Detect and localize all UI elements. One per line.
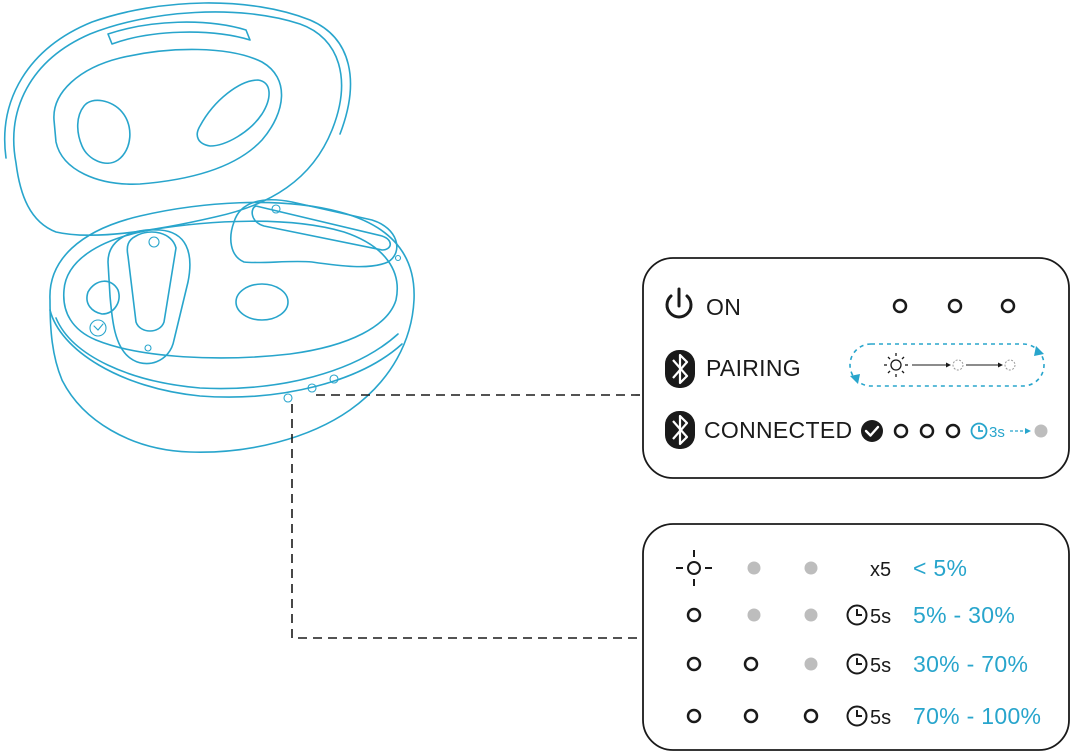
status-row-pairing: PAIRING [665, 343, 1045, 388]
case-led-3 [329, 374, 339, 384]
led-off [804, 608, 818, 622]
led-row-on [892, 298, 1016, 314]
led-off [1034, 424, 1048, 438]
timer-icon [846, 653, 868, 675]
status-panel: ON PAIRING [642, 257, 1070, 479]
battery-timer-label: 5s [870, 707, 891, 729]
led-on [1000, 298, 1016, 314]
connected-timer-label: 3s [989, 424, 1005, 441]
case-lid [4, 2, 352, 236]
led-on [945, 423, 961, 439]
led-on [919, 423, 935, 439]
bluetooth-icon [665, 350, 695, 388]
led-on [686, 607, 702, 623]
led-fading [1004, 359, 1016, 371]
led-off [804, 657, 818, 671]
led-on [743, 708, 759, 724]
battery-range-label: 70% - 100% [913, 703, 1041, 729]
led-off [747, 561, 761, 575]
case-led-1 [283, 393, 293, 403]
led-on [893, 423, 909, 439]
battery-timer-label: 5s [870, 606, 891, 628]
battery-range-label: < 5% [913, 555, 967, 581]
status-row-connected: CONNECTED 3s [665, 411, 1048, 449]
led-off [747, 608, 761, 622]
timer-icon [970, 422, 988, 440]
case-led-2 [307, 383, 317, 393]
led-on [892, 298, 908, 314]
status-label-pairing: PAIRING [706, 355, 801, 381]
battery-range-label: 30% - 70% [913, 651, 1028, 677]
timer-icon [846, 604, 868, 626]
blinking-led-icon [676, 550, 712, 586]
case-body [49, 199, 415, 453]
leader-lines [291, 394, 642, 639]
blinking-led-icon [884, 353, 908, 377]
battery-timer-label: 5s [870, 655, 891, 677]
charging-case-illustration [4, 2, 415, 453]
blink-count-label: x5 [870, 559, 891, 581]
battery-row: 5s 30% - 70% [686, 651, 1028, 677]
led-on [686, 708, 702, 724]
led-on [947, 298, 963, 314]
status-label-connected: CONNECTED [704, 417, 852, 443]
led-on [803, 708, 819, 724]
status-row-on: ON [665, 287, 1016, 320]
timer-icon [846, 705, 868, 727]
status-label-on: ON [706, 294, 741, 320]
battery-row: 5s 70% - 100% [686, 703, 1041, 729]
battery-row: 5s 5% - 30% [686, 602, 1015, 628]
led-off [804, 561, 818, 575]
pairing-cycle-indicator [849, 343, 1045, 387]
battery-panel: x5 < 5% 5s 5% - 30% 5s 30% - 70% [642, 523, 1070, 751]
battery-range-label: 5% - 30% [913, 602, 1015, 628]
led-on [743, 656, 759, 672]
bluetooth-icon [665, 411, 695, 449]
checkmark-icon [861, 420, 883, 442]
power-icon [665, 287, 693, 319]
cycle-arrow-icon [850, 374, 860, 384]
led-fading [952, 359, 964, 371]
led-on [686, 656, 702, 672]
cycle-arrow-icon [1034, 346, 1044, 356]
battery-row: x5 < 5% [676, 550, 967, 586]
